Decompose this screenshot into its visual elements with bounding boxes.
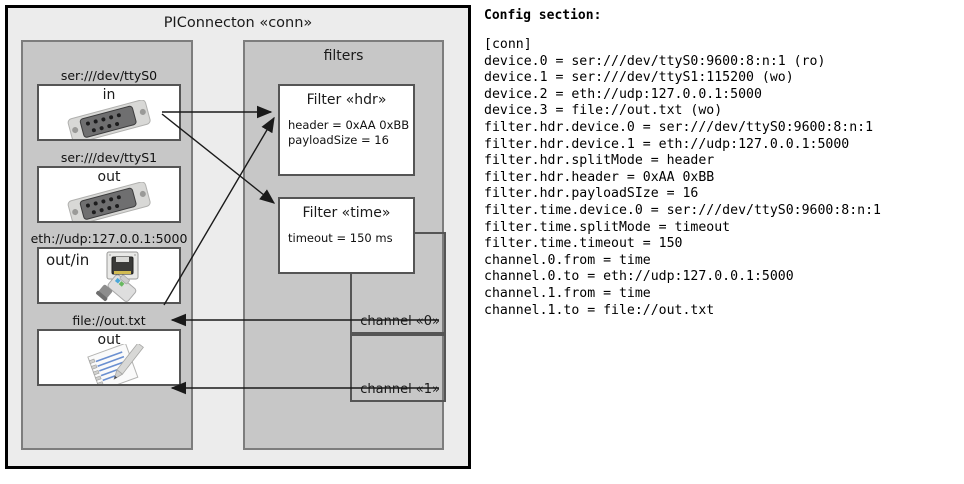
device-group-eth: eth://udp:127.0.0.1:5000 out/in (31, 230, 187, 304)
connection-diagram: PIConnecton «conn» ser:///dev/ttyS0 in (5, 5, 471, 469)
device-direction-ttys0: in (102, 87, 116, 103)
device-direction-ttys1: out (97, 169, 121, 185)
device-label-ttys0: ser:///dev/ttyS0 (60, 68, 158, 83)
device-group-file: file://out.txt out (37, 312, 181, 386)
devices-panel: ser:///dev/ttyS0 in (21, 40, 193, 450)
filter-title-time: Filter «time» (302, 205, 391, 221)
device-group-ttys0: ser:///dev/ttyS0 in (37, 67, 181, 141)
device-group-ttys1: ser:///dev/ttyS1 out (37, 149, 181, 223)
device-direction-file: out (97, 332, 121, 348)
config-text: [conn] device.0 = ser:///dev/ttyS0:9600:… (484, 37, 881, 318)
filter-box-time[interactable]: Filter «time» timeout = 150 ms (278, 197, 415, 274)
filter-props-time: timeout = 150 ms (288, 231, 393, 245)
filter-title-hdr: Filter «hdr» (306, 92, 387, 108)
serial-port-icon (61, 181, 157, 221)
device-direction-eth: out/in (46, 251, 90, 269)
device-label-ttys1: ser:///dev/ttyS1 (60, 150, 158, 165)
filters-panel-title: filters (323, 48, 364, 64)
device-box-file[interactable]: out (37, 329, 181, 386)
device-box-ttys1[interactable]: out (37, 166, 181, 223)
filter-box-hdr[interactable]: Filter «hdr» header = 0xAA 0xBB payloadS… (278, 84, 415, 176)
device-label-eth: eth://udp:127.0.0.1:5000 (30, 231, 188, 246)
device-box-ttys0[interactable]: in (37, 84, 181, 141)
config-section: Config section: [conn] device.0 = ser://… (484, 8, 954, 319)
file-notepad-icon (83, 342, 153, 384)
serial-port-icon (61, 99, 157, 139)
filter-props-hdr: header = 0xAA 0xBB payloadSize = 16 (288, 118, 410, 147)
channel-label-1: channel «1» (360, 382, 440, 397)
channel-label-0: channel «0» (360, 314, 440, 329)
diagram-title: PIConnecton «conn» (163, 15, 313, 31)
filters-panel: filters channel «0» channel «1» Filter «… (243, 40, 446, 450)
device-label-file: file://out.txt (72, 313, 146, 328)
config-heading: Config section: (484, 8, 602, 23)
ethernet-icon (85, 251, 169, 302)
channel-box-1: channel «1» (350, 334, 446, 402)
device-box-eth[interactable]: out/in (37, 247, 181, 304)
